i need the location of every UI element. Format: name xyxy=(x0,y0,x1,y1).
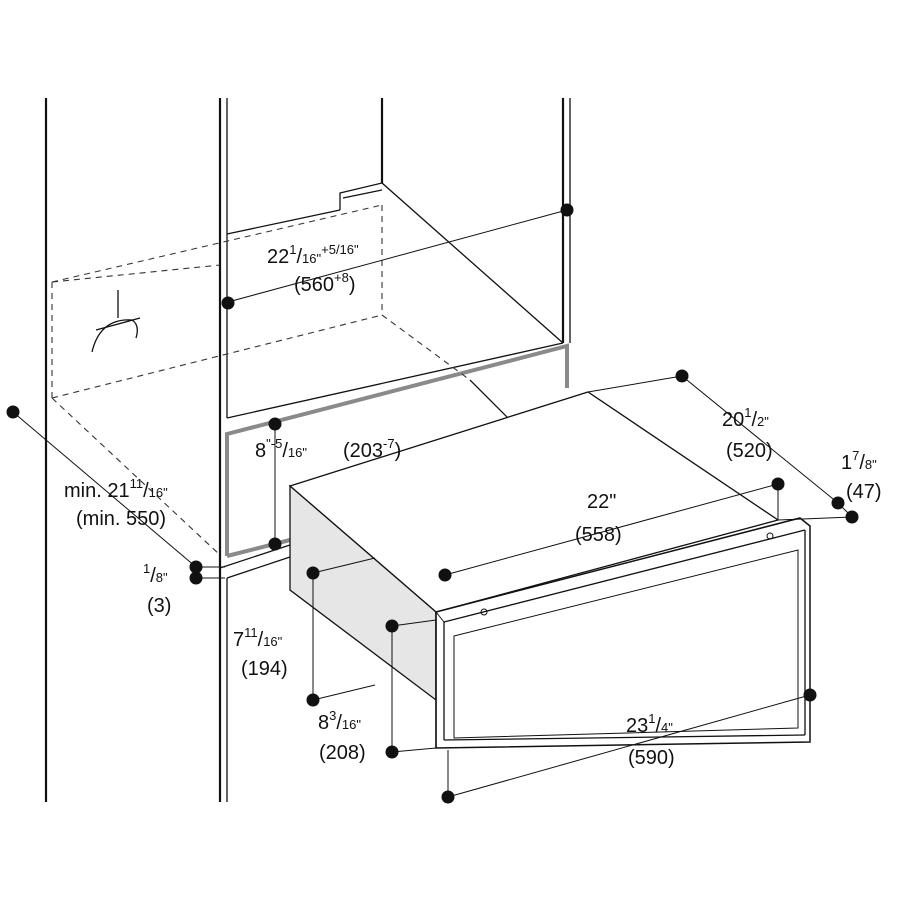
svg-text:(3): (3) xyxy=(147,595,171,617)
label-min-depth: min. 2111/16" (min. 550) xyxy=(64,476,168,530)
svg-text:(208): (208) xyxy=(319,742,366,764)
svg-text:(min. 550): (min. 550) xyxy=(76,508,166,530)
label-cutout-height-top: 221/16"+5/16" (560+8) xyxy=(267,242,359,296)
svg-text:83/16": 83/16" xyxy=(318,708,361,734)
svg-text:(194): (194) xyxy=(241,658,288,680)
svg-text:201/2": 201/2" xyxy=(722,405,769,431)
label-appliance-width: 22" (558) xyxy=(575,491,622,546)
electrical-connection-icon xyxy=(91,290,141,353)
svg-text:min. 2111/16": min. 2111/16" xyxy=(64,476,168,502)
svg-text:1/8": 1/8" xyxy=(143,561,168,587)
label-front-height: 83/16" (208) xyxy=(318,708,366,764)
warming-drawer xyxy=(288,391,811,749)
svg-text:8"-5/16": 8"-5/16" xyxy=(255,436,307,462)
svg-text:22": 22" xyxy=(587,491,616,513)
svg-text:(560+8): (560+8) xyxy=(294,270,356,296)
svg-text:231/4": 231/4" xyxy=(626,711,673,737)
svg-text:(47): (47) xyxy=(846,481,882,503)
svg-text:(520): (520) xyxy=(726,440,773,462)
label-gap: 1/8" (3) xyxy=(143,561,171,617)
svg-text:(558): (558) xyxy=(575,524,622,546)
svg-text:221/16"+5/16": 221/16"+5/16" xyxy=(267,242,359,268)
svg-text:(203-7): (203-7) xyxy=(343,436,401,462)
dimension-dots xyxy=(6,203,859,804)
label-niche-depth: 201/2" (520) xyxy=(722,405,773,462)
label-front-width: 231/4" (590) xyxy=(626,711,675,769)
svg-text:711/16": 711/16" xyxy=(233,625,283,651)
label-niche-height: 8"-5/16" (203-7) xyxy=(255,436,401,462)
label-body-height: 711/16" (194) xyxy=(233,625,288,680)
cabinet-outline xyxy=(44,98,571,802)
label-front-offset: 17/8" (47) xyxy=(841,448,882,503)
svg-text:(590): (590) xyxy=(628,747,675,769)
svg-text:17/8": 17/8" xyxy=(841,448,877,474)
